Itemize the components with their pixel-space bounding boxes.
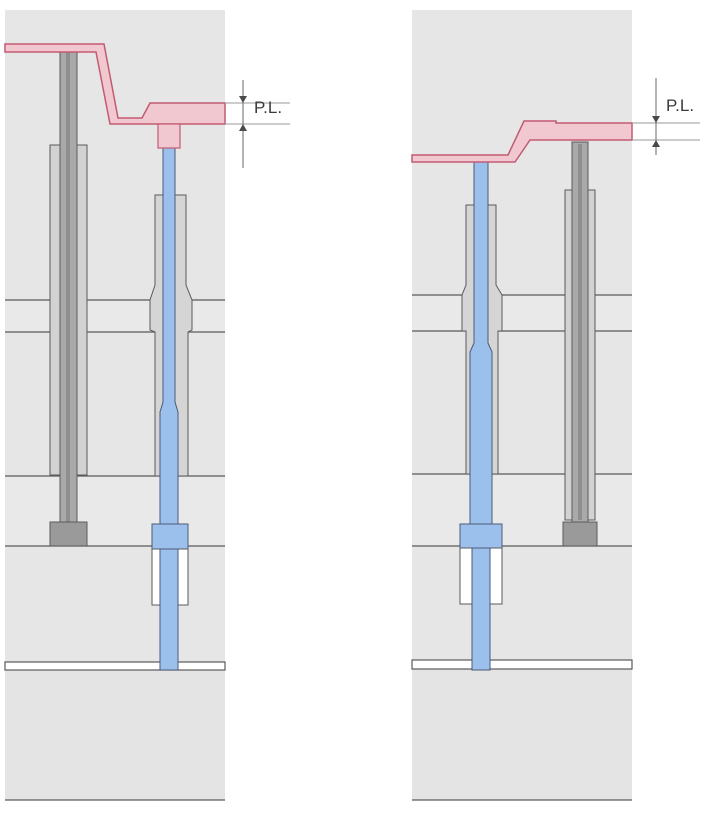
parting-line-label: P.L. <box>254 98 282 117</box>
parting-line-label: P.L. <box>666 96 694 115</box>
molded-part <box>411 120 633 163</box>
core-plate <box>412 295 632 331</box>
ejector-retainer-plate <box>5 476 225 546</box>
support-plate <box>412 331 632 474</box>
plate-gap <box>4 661 226 671</box>
ejector-retainer-plate <box>412 474 632 546</box>
moving-pin-collar <box>151 523 189 550</box>
parting-line-marker: P.L. <box>225 80 290 168</box>
left-mold-section: P.L. <box>4 10 290 801</box>
ejected-insert <box>157 123 181 149</box>
moving-pin-lower <box>471 547 491 671</box>
ejector-pin-head <box>49 521 88 547</box>
moving-pin <box>159 147 179 525</box>
ejector-plate <box>412 546 632 660</box>
molded-part <box>4 43 226 125</box>
parting-line-marker: P.L. <box>632 78 700 155</box>
moving-pin-lower <box>159 548 179 671</box>
plate-gap <box>411 659 633 670</box>
right-mold-section: P.L. <box>411 10 700 801</box>
bottom-clamp-plate <box>412 669 632 800</box>
moving-pin-collar <box>459 523 503 549</box>
ejector-pin-head <box>562 521 598 547</box>
bottom-clamp-plate <box>5 670 225 800</box>
support-plate <box>5 332 225 476</box>
ejector-plate <box>5 546 225 662</box>
cavity-plate <box>5 10 225 300</box>
